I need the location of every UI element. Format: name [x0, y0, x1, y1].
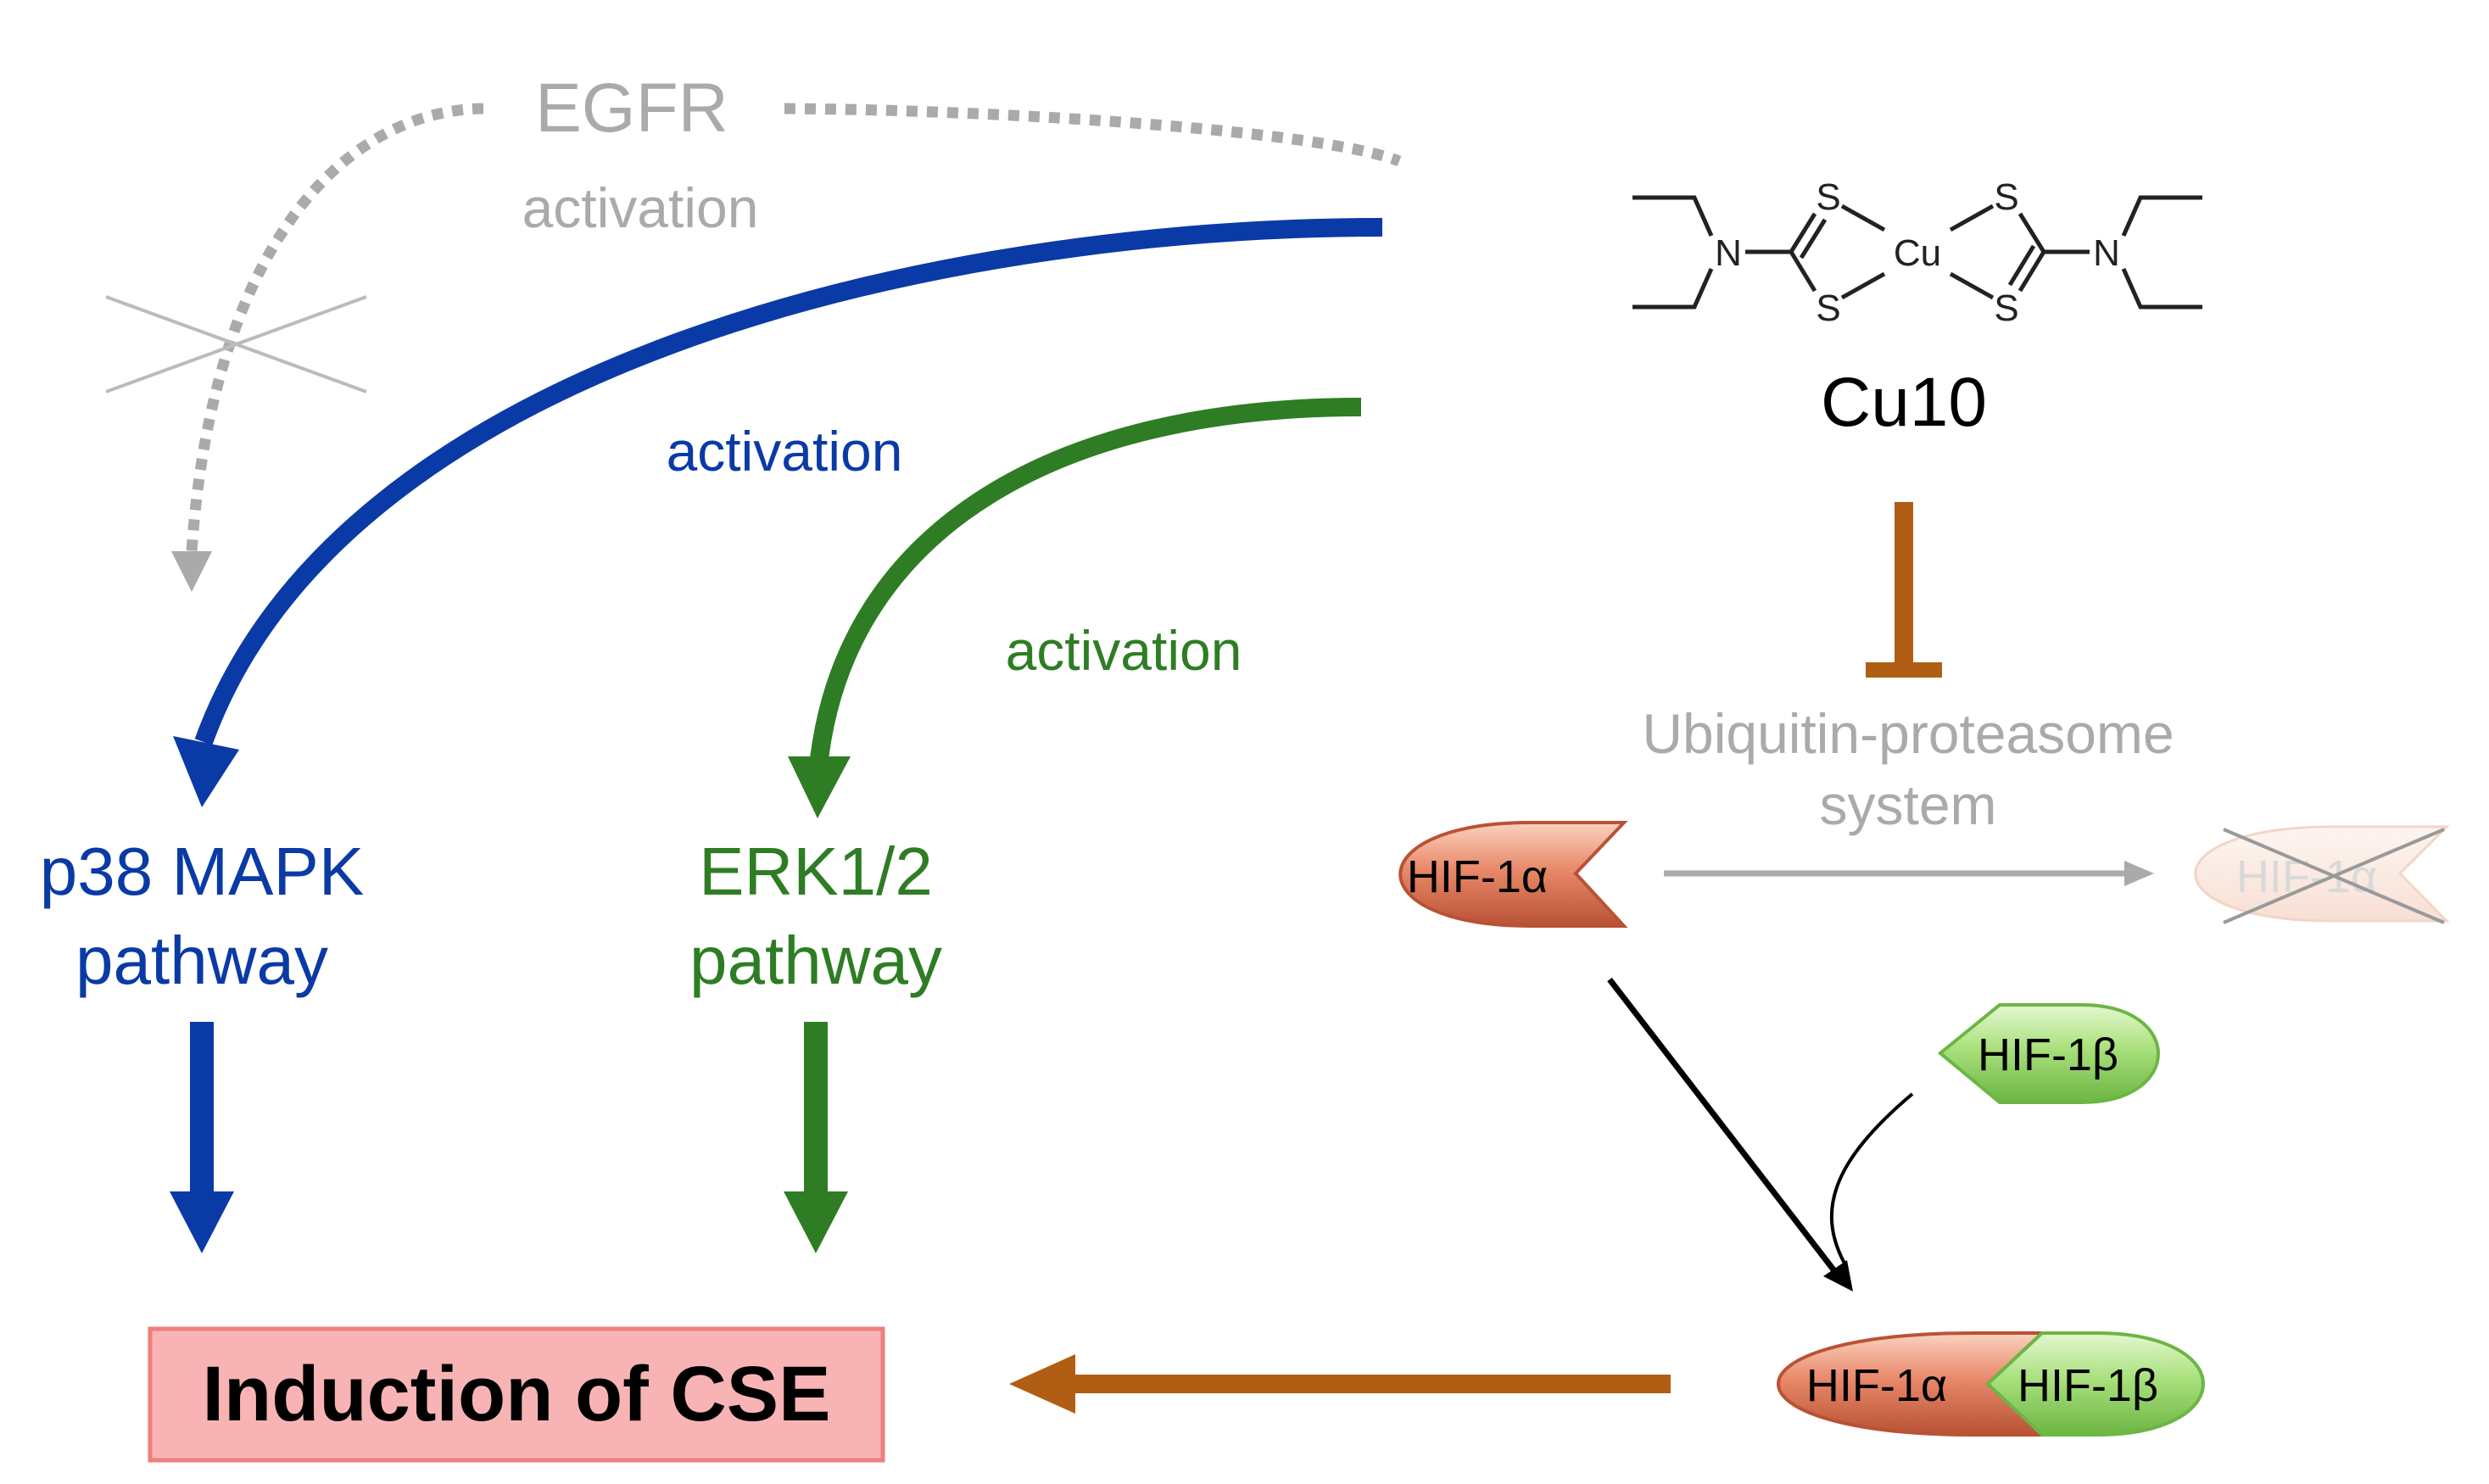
hif1a-label: HIF-1α — [1407, 851, 1548, 902]
stabilization-arrow — [1607, 977, 1841, 1279]
dimerization-arrow — [1829, 1092, 1914, 1269]
complex-hif1b-label: HIF-1β — [2017, 1360, 2158, 1411]
ups-label-line2: system — [1819, 773, 1996, 836]
ups-label-line1: Ubiquitin-proteasome — [1642, 702, 2174, 765]
egfr-label: EGFR — [535, 70, 728, 147]
atom-s-upper-left: S — [1816, 176, 1840, 218]
p38-pathway-line2: pathway — [75, 923, 328, 998]
p38-activation-label: activation — [667, 420, 903, 483]
atom-cu: Cu — [1894, 232, 1941, 274]
p38-down-arrowhead — [170, 1191, 234, 1253]
atom-n-left: N — [1715, 232, 1742, 274]
egfr-activation-label: activation — [522, 176, 759, 239]
erk-activation-arrowhead — [788, 756, 851, 818]
degraded-hif1a-label: HIF-1α — [2236, 851, 2377, 902]
cu10-atom-labels: N S S Cu S S N — [1715, 176, 2120, 329]
complex-hif1a-shape — [1777, 1331, 2047, 1437]
atom-s-lower-right: S — [1994, 287, 2018, 329]
erk-down-arrowhead — [784, 1191, 848, 1253]
egfr-dotted-arrow-left — [186, 103, 484, 552]
egfr-arrowhead — [171, 551, 212, 592]
hif-to-cse-arrowhead — [1009, 1354, 1075, 1414]
cse-box — [148, 1326, 885, 1463]
complex-hif1a-label: HIF-1α — [1806, 1360, 1947, 1411]
hif1b-label: HIF-1β — [1978, 1029, 2118, 1080]
cu10-structure — [1632, 195, 2202, 310]
atom-s-upper-right: S — [1994, 176, 2018, 218]
erk-pathway-line2: pathway — [689, 923, 942, 998]
degradation-arrowhead — [2124, 861, 2154, 886]
p38-pathway-line1: p38 MAPK — [40, 834, 364, 909]
complex-hif1b-shape — [1985, 1331, 2205, 1437]
erk-activation-label: activation — [1006, 619, 1242, 682]
compound-name: Cu10 — [1821, 364, 1987, 441]
erk-pathway-line1: ERK1/2 — [699, 834, 933, 909]
hif1b-shape — [1937, 1003, 2160, 1104]
atom-s-lower-left: S — [1816, 287, 1840, 329]
p38-activation-arrow — [194, 218, 1383, 745]
blocked-cross — [105, 295, 367, 393]
hif1a-shape — [1398, 821, 1628, 928]
p38-activation-arrowhead — [173, 736, 239, 807]
erk-activation-arrow — [810, 398, 1362, 761]
cse-label: Induction of CSE — [202, 1351, 830, 1437]
degraded-cross — [2223, 828, 2445, 924]
egfr-dotted-line-right — [784, 103, 1402, 167]
atom-n-right: N — [2093, 232, 2120, 274]
